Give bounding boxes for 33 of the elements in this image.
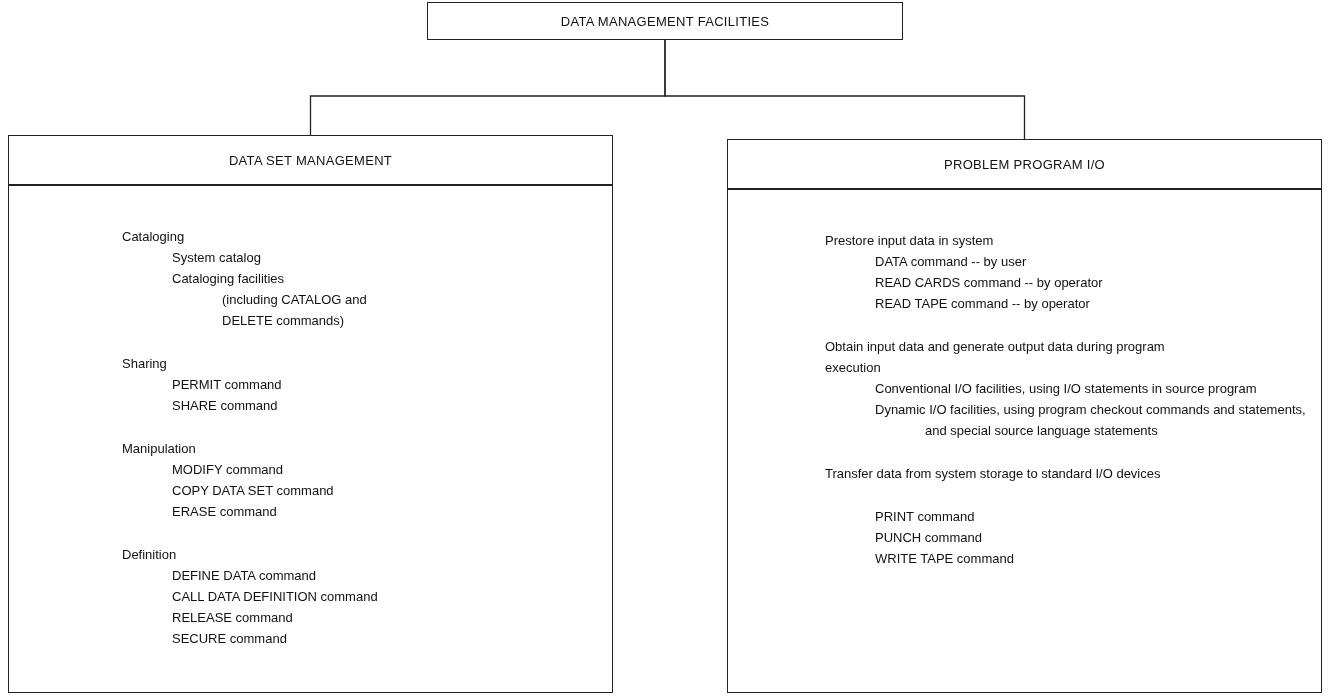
list-item: READ TAPE command -- by operator [875,295,1091,313]
group-heading: Sharing [122,355,168,373]
category-box: DATA MANAGEMENT FACILITIES [427,2,903,40]
group-heading: Prestore input data in system [825,232,995,250]
panel-heading: DATA SET MANAGEMENT [9,136,612,186]
group-heading: Definition [122,546,178,564]
category-panel [8,135,613,693]
list-item: PRINT command [875,508,976,526]
group-heading: Cataloging [122,228,186,246]
list-item: CALL DATA DEFINITION command [172,588,379,606]
group-heading: Transfer data from system storage to standard I/O devices [825,465,1162,483]
list-item: DEFINE DATA command [172,567,317,585]
group-heading: Obtain input data and generate output data during program execution [825,338,1166,377]
list-item: COPY DATA SET command [172,482,335,500]
list-item: RELEASE command [172,609,294,627]
list-item: SHARE command [172,397,279,415]
list-item: (including CATALOG and DELETE commands) [222,291,368,330]
group-heading: Manipulation [122,440,197,458]
connector-line [664,39,1026,140]
panel-heading: PROBLEM PROGRAM I/O [728,140,1321,190]
list-item: ERASE command [172,503,278,521]
category-panel [727,139,1322,693]
list-item: Cataloging facilities [172,270,285,288]
list-item: Conventional I/O facilities, using I/O statements in source program [875,380,1258,398]
list-item: SECURE command [172,630,288,648]
list-item: READ CARDS command -- by operator [875,274,1104,292]
list-item: System catalog [172,249,262,267]
list-item: MODIFY command [172,461,284,479]
list-item: DATA command -- by user [875,253,1028,271]
list-item: WRITE TAPE command [875,550,1015,568]
list-item: PERMIT command [172,376,283,394]
list-item: PUNCH command [875,529,983,547]
list-item: Dynamic I/O facilities, using program checkout commands and statements, and special source language statements [875,401,1307,440]
